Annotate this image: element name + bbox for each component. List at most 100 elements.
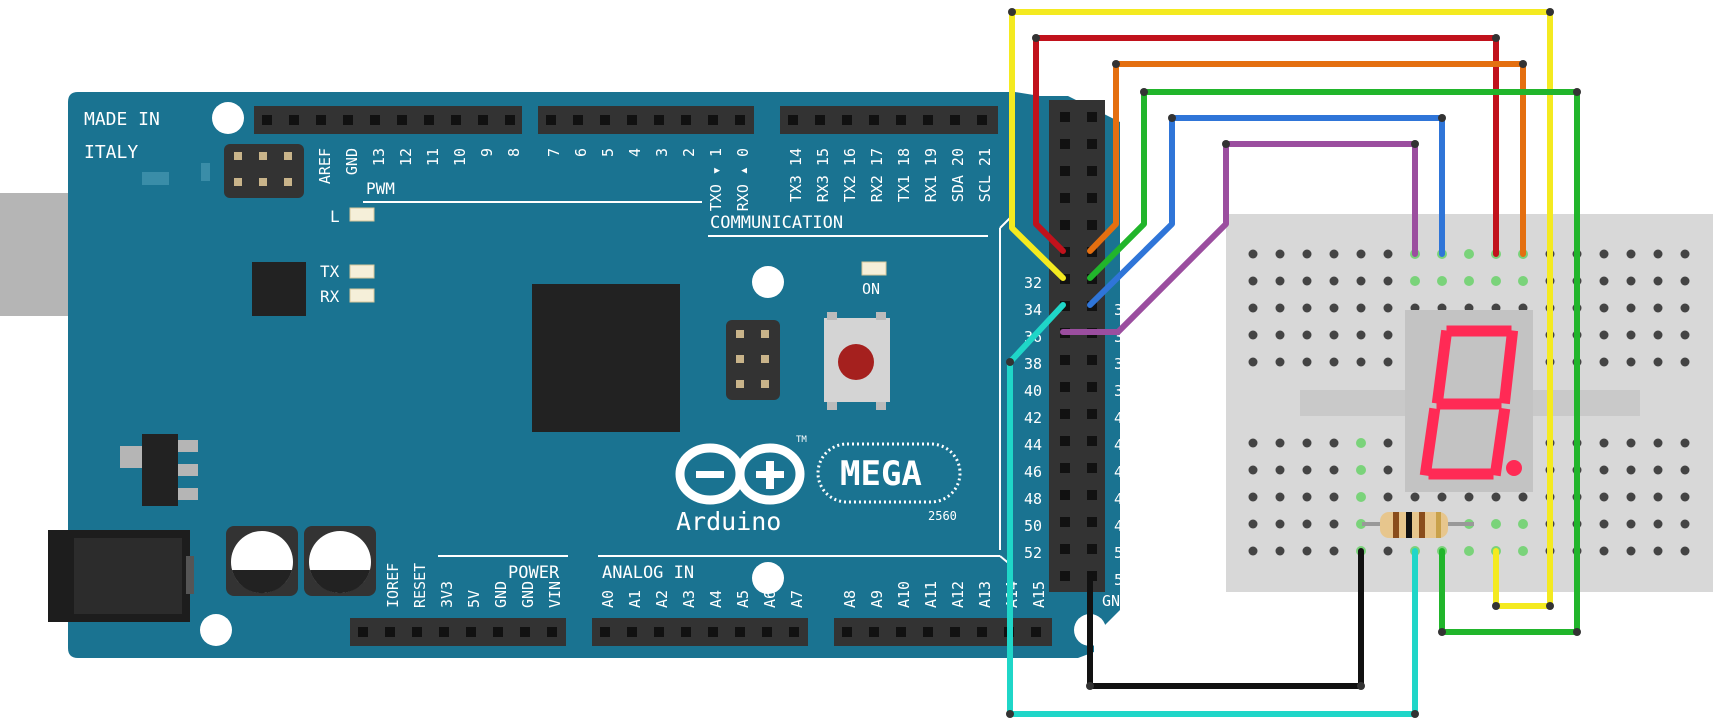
pin-label: 34 <box>1024 301 1042 319</box>
header-digital-double <box>1049 100 1105 592</box>
wire-purple <box>1060 141 1418 335</box>
capacitor <box>226 526 298 596</box>
segment-c <box>1489 407 1511 477</box>
resistor <box>1362 512 1474 538</box>
segment-dp <box>1506 460 1522 476</box>
mounting-hole <box>752 266 784 298</box>
led-l-label: L <box>330 207 340 226</box>
led-on-label: ON <box>862 280 880 298</box>
svg-text:MEGA: MEGA <box>840 454 922 494</box>
pin-label: A3 <box>680 590 698 608</box>
pin-label: TX2 16 <box>841 148 859 202</box>
mounting-hole <box>200 614 232 646</box>
pin-label: RXO ▴ 0 <box>734 148 752 211</box>
led-tx-label: TX <box>320 262 340 281</box>
pin-label: 11 <box>424 148 442 166</box>
pwm-label: PWM <box>366 179 395 198</box>
analog-in-label: ANALOG IN <box>602 563 694 583</box>
pin-label: 5 <box>599 148 617 157</box>
pin-label: SDA 20 <box>949 148 967 202</box>
pin-label: 48 <box>1024 490 1042 508</box>
pin-label: TX3 14 <box>787 148 805 202</box>
pin-label: 37 <box>1114 355 1132 373</box>
pin-label: A9 <box>868 590 886 608</box>
pin-label: 4 <box>626 148 644 157</box>
pin-label: A1 <box>626 590 644 608</box>
mega-badge: MEGA <box>816 442 962 504</box>
tm-label: TM <box>796 435 807 445</box>
mounting-hole <box>212 102 244 134</box>
chip-label: 2560 <box>928 509 957 523</box>
pin-label: 3 <box>653 148 671 157</box>
pin-label: 6 <box>572 148 590 157</box>
pin-label: IOREF <box>384 563 402 608</box>
pin-label: A12 <box>949 581 967 608</box>
pin-label: 7 <box>545 148 563 157</box>
pin-label: 39 <box>1114 382 1132 400</box>
pin-label: A11 <box>922 581 940 608</box>
pin-label: 47 <box>1114 490 1132 508</box>
pin-label: 43 <box>1114 436 1132 454</box>
pin-label: GND <box>343 148 361 175</box>
pin-label: 52 <box>1024 544 1042 562</box>
power-label: POWER <box>508 563 560 583</box>
pin-label: 42 <box>1024 409 1042 427</box>
pin-label: 13 <box>370 148 388 166</box>
seven-segment-display <box>1405 310 1533 492</box>
pin-label: 49 <box>1114 517 1132 535</box>
header-analog-1 <box>592 618 808 646</box>
pin-label: A5 <box>734 590 752 608</box>
icsp-header-2 <box>726 320 780 400</box>
header-top-mid <box>538 106 754 134</box>
italy-label: ITALY <box>84 142 138 163</box>
pin-label: RESET <box>411 563 429 608</box>
header-analog-2 <box>834 618 1052 646</box>
header-top-right <box>780 106 998 134</box>
segment-e <box>1419 407 1441 477</box>
digital-pin-labels: 3234363840424446485052333537394143454749… <box>1024 274 1132 589</box>
pin-label: 51 <box>1114 544 1132 562</box>
pin-label: A10 <box>895 581 913 608</box>
pin-label: A7 <box>788 590 806 608</box>
pin-label: 33 <box>1114 301 1132 319</box>
led-rx-label: RX <box>320 287 340 306</box>
breadboard <box>1226 214 1713 592</box>
led-on <box>861 261 887 276</box>
pin-label: 38 <box>1024 355 1042 373</box>
pin-label: A2 <box>653 590 671 608</box>
pin-label: 2 <box>680 148 698 157</box>
led-rx <box>349 288 375 303</box>
icsp-header <box>224 144 304 198</box>
wire-black <box>1087 548 1364 689</box>
pin-label: VIN <box>546 581 564 608</box>
pin-label: 8 <box>505 148 523 157</box>
pin-label: 50 <box>1024 517 1042 535</box>
pin-label: RX2 17 <box>868 148 886 202</box>
voltage-regulator <box>120 434 198 506</box>
made-in-label: MADE IN <box>84 109 160 130</box>
pin-label: A6 <box>761 590 779 608</box>
led-l <box>349 207 375 222</box>
pin-label: A13 <box>976 581 994 608</box>
arduino-logo-icon <box>675 443 805 505</box>
pin-label: 45 <box>1114 463 1132 481</box>
led-tx <box>349 264 375 279</box>
pin-label: 41 <box>1114 409 1132 427</box>
pin-label: 44 <box>1024 436 1042 454</box>
brand-label: Arduino <box>676 507 781 536</box>
pin-label: A15 <box>1030 581 1048 608</box>
communication-label: COMMUNICATION <box>710 213 843 233</box>
pin-label: GND <box>519 581 537 608</box>
pin-label: 9 <box>478 148 496 157</box>
pin-label: 40 <box>1024 382 1042 400</box>
pin-label: RX1 19 <box>922 148 940 202</box>
pin-label: 10 <box>451 148 469 166</box>
pin-label: A8 <box>841 590 859 608</box>
mounting-hole <box>752 562 784 594</box>
pin-label: SCL 21 <box>976 148 994 202</box>
microcontroller-chip <box>532 284 680 432</box>
segment-f <box>1431 329 1453 405</box>
pin-label: GND <box>492 581 510 608</box>
usb-chip <box>252 262 306 316</box>
